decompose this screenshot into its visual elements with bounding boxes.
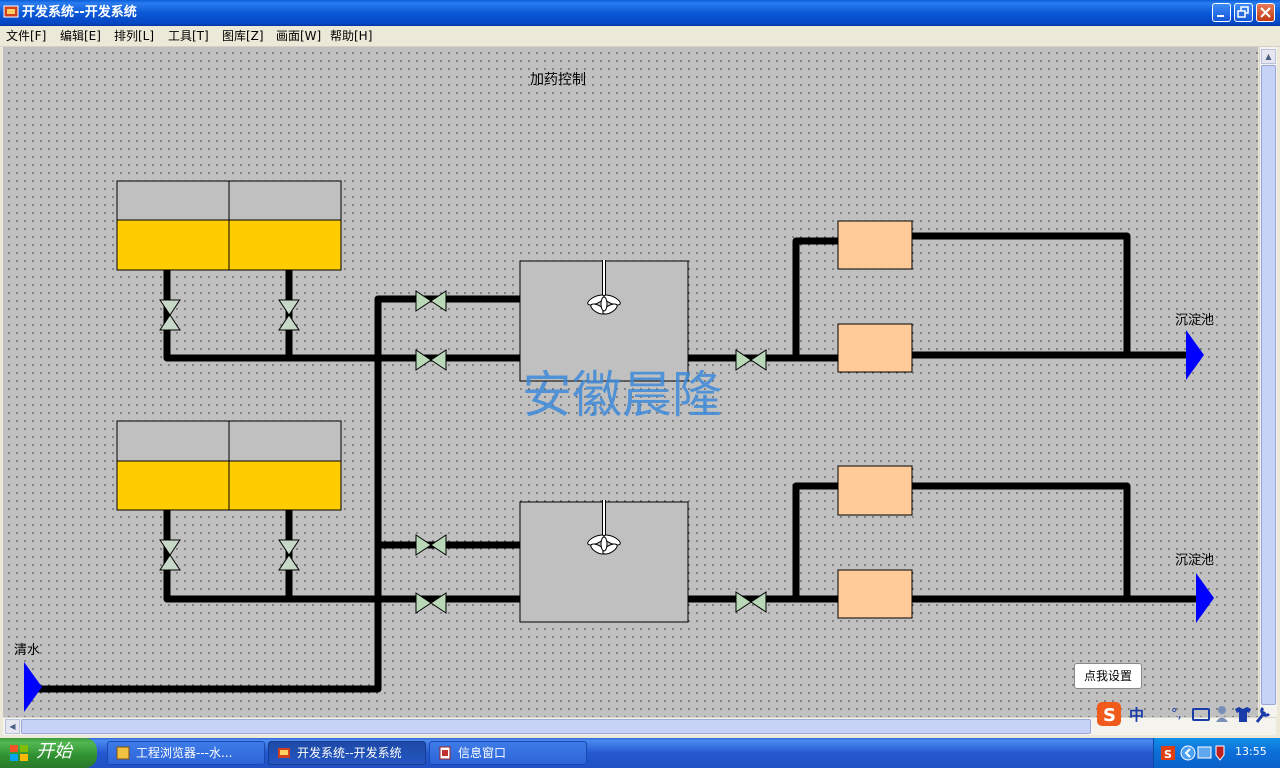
mixing-tank-top[interactable] bbox=[519, 258, 689, 382]
filter-box-bottom-2[interactable] bbox=[837, 569, 913, 619]
project-browser-icon bbox=[116, 746, 130, 760]
minimize-icon bbox=[1217, 15, 1224, 17]
outlet-label-top: 沉淀池 bbox=[1175, 313, 1214, 328]
title-bar: 开发系统--开发系统 bbox=[0, 0, 1280, 26]
pipe-top-filter-a-out bbox=[896, 232, 1131, 359]
scroll-up-icon[interactable]: ▲ bbox=[1261, 49, 1276, 64]
task-info-window[interactable]: 信息窗口 bbox=[429, 741, 587, 765]
menu-file[interactable]: 文件[F] bbox=[6, 29, 47, 43]
menu-help[interactable]: 帮助[H] bbox=[330, 29, 373, 43]
close-button[interactable] bbox=[1256, 3, 1275, 22]
pipe-bottom-left bbox=[163, 506, 524, 603]
keyboard-icon[interactable] bbox=[1192, 708, 1210, 721]
app-icon bbox=[278, 748, 290, 758]
clock: 13:55 bbox=[1235, 745, 1267, 758]
svg-text:S: S bbox=[1103, 705, 1116, 726]
windows-logo-icon bbox=[10, 745, 28, 761]
water-inlet-arrow-icon bbox=[24, 662, 42, 712]
outlet-arrow-icon bbox=[1186, 330, 1204, 380]
ime-mode-label[interactable]: 中 bbox=[1129, 706, 1144, 724]
valve-icon[interactable] bbox=[735, 349, 767, 371]
outlet-arrow-icon bbox=[1196, 573, 1214, 623]
process-diagram: 加药控制 清水 沉淀池 沉淀池 安徽晨隆 bbox=[14, 72, 1214, 712]
ime-toolbar: S 中 °, bbox=[1095, 700, 1277, 728]
chemical-tank-bottom[interactable] bbox=[116, 420, 342, 511]
outlet-label-bottom: 沉淀池 bbox=[1175, 553, 1214, 568]
restore-button[interactable] bbox=[1234, 3, 1253, 22]
vertical-scrollbar[interactable]: ▲ bbox=[1259, 47, 1277, 717]
valve-icon[interactable] bbox=[159, 539, 181, 571]
filter-box-top-2[interactable] bbox=[837, 323, 913, 373]
valve-icon[interactable] bbox=[415, 349, 447, 371]
punctuation-icon[interactable]: °, bbox=[1171, 707, 1182, 722]
pipe-top-filter-a-in bbox=[792, 237, 852, 362]
menu-edit[interactable]: 编辑[E] bbox=[60, 29, 101, 43]
security-shield-icon[interactable] bbox=[1215, 745, 1225, 761]
settings-tooltip: 点我设置 bbox=[1074, 663, 1142, 689]
valve-icon[interactable] bbox=[278, 299, 300, 331]
valve-icon[interactable] bbox=[278, 539, 300, 571]
svg-text:S: S bbox=[1164, 748, 1172, 761]
app-icon bbox=[3, 5, 19, 18]
horizontal-scrollbar[interactable]: ◀ bbox=[3, 717, 1276, 735]
valve-icon[interactable] bbox=[735, 591, 767, 613]
pipe-bottom-filter-a-in bbox=[792, 482, 852, 603]
expand-tray-icon[interactable] bbox=[1180, 745, 1196, 761]
close-icon bbox=[1260, 7, 1271, 18]
valve-icon[interactable] bbox=[159, 299, 181, 331]
pipe-water-main bbox=[34, 295, 524, 693]
drawing-canvas[interactable]: 加药控制 清水 沉淀池 沉淀池 安徽晨隆 bbox=[3, 47, 1258, 717]
water-inlet-label: 清水 bbox=[14, 643, 40, 658]
minimize-button[interactable] bbox=[1212, 3, 1231, 22]
wrench-icon[interactable] bbox=[1255, 706, 1271, 723]
horizontal-scroll-thumb[interactable] bbox=[21, 719, 1091, 734]
vertical-scroll-thumb[interactable] bbox=[1261, 65, 1276, 705]
info-window-icon bbox=[439, 746, 451, 760]
network-icon[interactable] bbox=[1197, 746, 1212, 759]
task-project-browser[interactable]: 工程浏览器---水... bbox=[107, 741, 265, 765]
sogou-logo-icon[interactable]: S bbox=[1097, 702, 1121, 726]
menu-tools[interactable]: 工具[T] bbox=[168, 29, 209, 43]
restore-icon bbox=[1237, 6, 1249, 18]
start-button[interactable]: 开始 bbox=[0, 738, 97, 768]
taskbar: 开始 工程浏览器---水... 开发系统--开发系统 信息窗口 S 13:55 bbox=[0, 738, 1280, 768]
menu-arrange[interactable]: 排列[L] bbox=[114, 29, 155, 43]
mixing-tank-bottom[interactable] bbox=[519, 498, 689, 623]
menu-library[interactable]: 图库[Z] bbox=[222, 29, 264, 43]
diagram-title: 加药控制 bbox=[530, 72, 586, 88]
valve-icon[interactable] bbox=[415, 290, 447, 312]
start-label: 开始 bbox=[36, 741, 72, 762]
pipe-bottom-filter-a-out bbox=[908, 482, 1131, 603]
scroll-left-icon[interactable]: ◀ bbox=[5, 719, 20, 734]
task-dev-system[interactable]: 开发系统--开发系统 bbox=[268, 741, 426, 765]
menu-bar: 文件[F] 编辑[E] 排列[L] 工具[T] 图库[Z] 画面[W] 帮助[H… bbox=[0, 26, 1280, 47]
filter-box-top-1[interactable] bbox=[837, 220, 913, 270]
menu-screen[interactable]: 画面[W] bbox=[276, 29, 322, 43]
sogou-tray-icon[interactable] bbox=[1161, 746, 1175, 760]
watermark: 安徽晨隆 bbox=[522, 366, 722, 424]
filter-box-bottom-1[interactable] bbox=[837, 465, 913, 516]
chemical-tank-top[interactable] bbox=[116, 180, 342, 271]
system-tray: S 13:55 bbox=[1153, 738, 1280, 768]
skin-icon[interactable] bbox=[1235, 707, 1251, 722]
window-title: 开发系统--开发系统 bbox=[22, 5, 137, 20]
moon-icon[interactable] bbox=[1151, 708, 1163, 722]
valve-icon[interactable] bbox=[415, 534, 447, 556]
user-icon[interactable] bbox=[1218, 706, 1226, 714]
pipe-top-left bbox=[163, 266, 524, 362]
